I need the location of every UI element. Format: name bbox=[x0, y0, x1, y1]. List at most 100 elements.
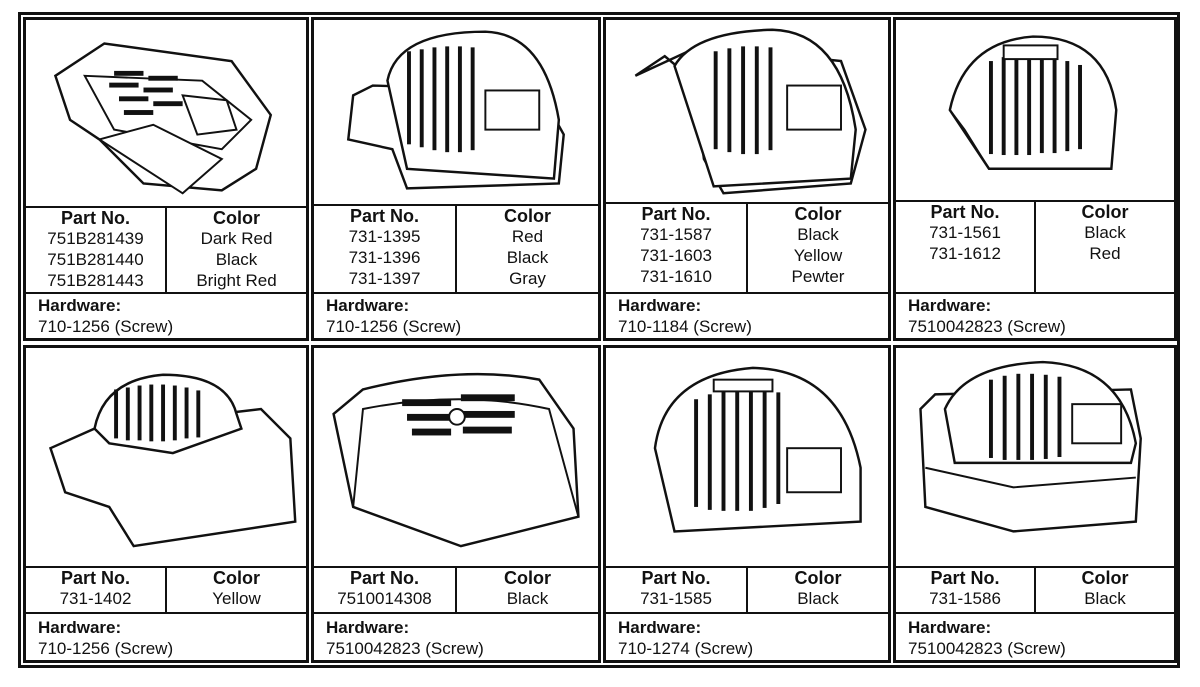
part-number: 731-1402 bbox=[59, 589, 132, 608]
color-value: Black bbox=[1084, 589, 1126, 608]
part-number: 731-1397 bbox=[348, 269, 421, 288]
part-number-column: Part No. 731-1585 bbox=[606, 566, 746, 612]
part-number-column: Part No. 731-1395 731-1396 731-1397 bbox=[314, 204, 455, 292]
part-table-3: Part No. 731-1587 731-1603 731-1610 Colo… bbox=[606, 202, 888, 294]
hardware-block-5: Hardware: 710-1256 (Screw) bbox=[26, 616, 306, 660]
part-illustration-5 bbox=[26, 348, 306, 568]
part-no-header: Part No. bbox=[641, 204, 711, 224]
part-number: 7510014308 bbox=[337, 589, 432, 608]
color-column: Color Black bbox=[1034, 566, 1174, 612]
color-header: Color bbox=[794, 204, 842, 224]
part-card-7: Part No. 731-1585 Color Black Hardware: … bbox=[603, 345, 891, 663]
color-value: Black bbox=[215, 250, 258, 269]
part-illustration-4 bbox=[896, 20, 1174, 202]
part-number: 731-1603 bbox=[640, 246, 712, 265]
color-value: Yellow bbox=[793, 246, 843, 265]
part-table-2: Part No. 731-1395 731-1396 731-1397 Colo… bbox=[314, 204, 598, 294]
part-no-header: Part No. bbox=[930, 202, 1000, 222]
part-number: 731-1586 bbox=[929, 589, 1001, 608]
hardware-label: Hardware: bbox=[326, 618, 410, 637]
part-number: 731-1561 bbox=[929, 223, 1001, 242]
part-no-header: Part No. bbox=[930, 568, 1000, 588]
part-table-4: Part No. 731-1561 731-1612 Color Black R… bbox=[896, 200, 1174, 294]
part-illustration-1 bbox=[26, 20, 306, 208]
part-number: 751B281440 bbox=[47, 250, 144, 269]
parts-catalog-sheet: Part No. 751B281439 751B281440 751B28144… bbox=[18, 12, 1180, 668]
part-card-4: Part No. 731-1561 731-1612 Color Black R… bbox=[893, 17, 1177, 341]
part-table-8: Part No. 731-1586 Color Black bbox=[896, 566, 1174, 614]
hardware-value: 710-1256 (Screw) bbox=[38, 317, 174, 336]
color-value: Black bbox=[506, 589, 549, 608]
part-no-header: Part No. bbox=[60, 208, 130, 228]
part-table-5: Part No. 731-1402 Color Yellow bbox=[26, 566, 306, 614]
part-no-header: Part No. bbox=[349, 568, 419, 588]
color-value: Gray bbox=[509, 269, 546, 288]
part-card-6: Part No. 7510014308 Color Black Hardware… bbox=[311, 345, 601, 663]
color-value: Pewter bbox=[791, 267, 845, 286]
color-value: Dark Red bbox=[200, 229, 273, 248]
part-card-5: Part No. 731-1402 Color Yellow Hardware:… bbox=[23, 345, 309, 663]
part-number-column: Part No. 731-1561 731-1612 bbox=[896, 200, 1034, 292]
part-table-7: Part No. 731-1585 Color Black bbox=[606, 566, 888, 614]
part-number-column: Part No. 7510014308 bbox=[314, 566, 455, 612]
part-number-column: Part No. 731-1587 731-1603 731-1610 bbox=[606, 202, 746, 292]
hardware-label: Hardware: bbox=[38, 296, 122, 315]
part-number: 731-1585 bbox=[640, 589, 712, 608]
part-illustration-2 bbox=[314, 20, 598, 206]
hardware-block-1: Hardware: 710-1256 (Screw) bbox=[26, 294, 306, 338]
hardware-value: 7510042823 (Screw) bbox=[326, 639, 484, 658]
hardware-block-6: Hardware: 7510042823 (Screw) bbox=[314, 616, 598, 660]
hardware-label: Hardware: bbox=[618, 618, 702, 637]
color-header: Color bbox=[794, 568, 842, 588]
hardware-label: Hardware: bbox=[326, 296, 410, 315]
part-card-2: Part No. 731-1395 731-1396 731-1397 Colo… bbox=[311, 17, 601, 341]
part-illustration-6 bbox=[314, 348, 598, 568]
part-number: 751B281439 bbox=[47, 229, 144, 248]
color-value: Black bbox=[506, 248, 549, 267]
hardware-block-7: Hardware: 710-1274 (Screw) bbox=[606, 616, 888, 660]
color-value: Black bbox=[797, 589, 839, 608]
part-card-8: Part No. 731-1586 Color Black Hardware: … bbox=[893, 345, 1177, 663]
color-value: Bright Red bbox=[196, 271, 277, 290]
part-no-header: Part No. bbox=[641, 568, 711, 588]
hardware-label: Hardware: bbox=[38, 618, 122, 637]
hardware-block-3: Hardware: 710-1184 (Screw) bbox=[606, 294, 888, 338]
part-number: 731-1612 bbox=[929, 244, 1001, 263]
part-illustration-7 bbox=[606, 348, 888, 568]
part-card-1: Part No. 751B281439 751B281440 751B28144… bbox=[23, 17, 309, 341]
color-value: Black bbox=[1084, 223, 1126, 242]
part-number-column: Part No. 731-1586 bbox=[896, 566, 1034, 612]
part-number: 731-1610 bbox=[640, 267, 712, 286]
color-header: Color bbox=[213, 568, 260, 588]
color-header: Color bbox=[504, 206, 551, 226]
color-column: Color Black bbox=[455, 566, 598, 612]
hardware-value: 710-1256 (Screw) bbox=[38, 639, 174, 658]
part-table-6: Part No. 7510014308 Color Black bbox=[314, 566, 598, 614]
color-value: Red bbox=[511, 227, 544, 246]
hardware-block-2: Hardware: 710-1256 (Screw) bbox=[314, 294, 598, 338]
hardware-label: Hardware: bbox=[908, 296, 992, 315]
hardware-label: Hardware: bbox=[908, 618, 992, 637]
color-header: Color bbox=[1081, 568, 1129, 588]
part-illustration-3 bbox=[606, 20, 888, 204]
color-header: Color bbox=[1081, 202, 1129, 222]
color-header: Color bbox=[504, 568, 551, 588]
part-number-column: Part No. 731-1402 bbox=[26, 566, 165, 612]
hardware-block-8: Hardware: 7510042823 (Screw) bbox=[896, 616, 1174, 660]
part-number: 731-1396 bbox=[348, 248, 421, 267]
color-column: Color Red Black Gray bbox=[455, 204, 598, 292]
color-header: Color bbox=[213, 208, 260, 228]
part-no-header: Part No. bbox=[60, 568, 130, 588]
part-no-header: Part No. bbox=[349, 206, 419, 226]
hardware-value: 7510042823 (Screw) bbox=[908, 639, 1066, 658]
color-column: Color Dark Red Black Bright Red bbox=[165, 206, 306, 292]
part-card-3: Part No. 731-1587 731-1603 731-1610 Colo… bbox=[603, 17, 891, 341]
color-column: Color Black Yellow Pewter bbox=[746, 202, 888, 292]
part-number: 751B281443 bbox=[47, 271, 144, 290]
color-value: Yellow bbox=[212, 589, 261, 608]
color-value: Black bbox=[797, 225, 839, 244]
color-column: Color Black bbox=[746, 566, 888, 612]
part-number-column: Part No. 751B281439 751B281440 751B28144… bbox=[26, 206, 165, 292]
color-column: Color Yellow bbox=[165, 566, 306, 612]
color-column: Color Black Red bbox=[1034, 200, 1174, 292]
